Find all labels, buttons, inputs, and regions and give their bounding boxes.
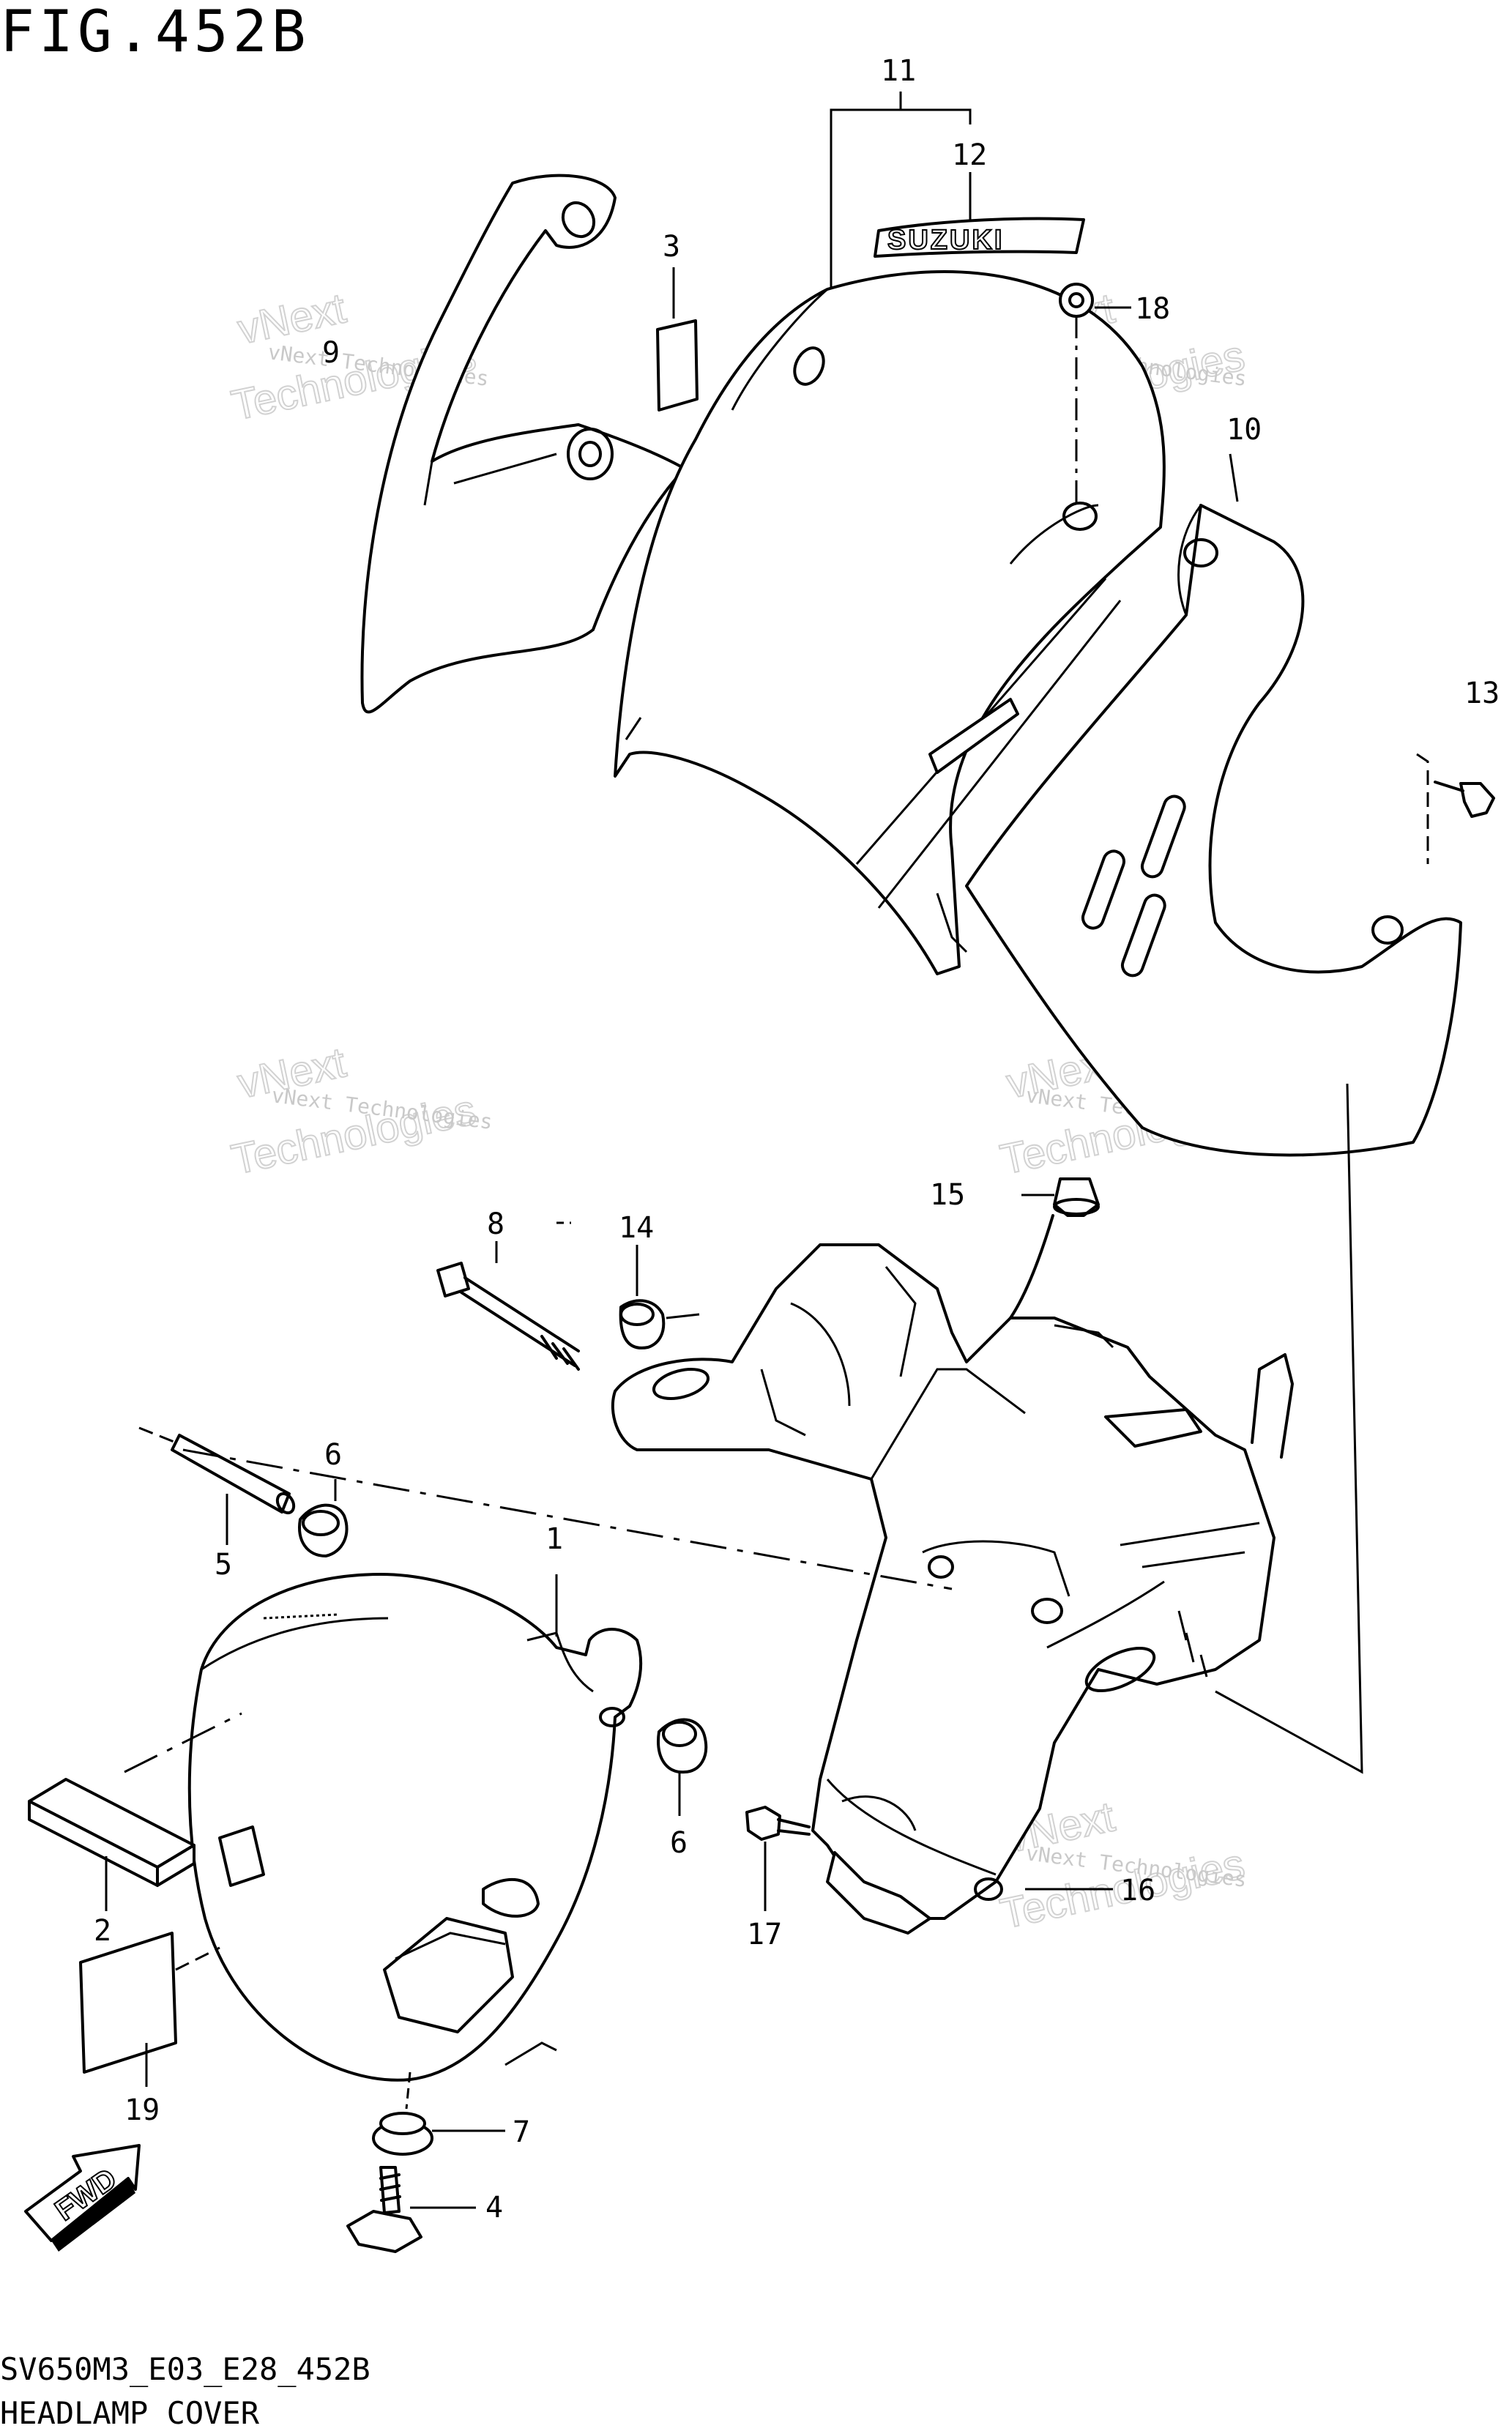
figure-title: FIG.452B <box>0 0 310 65</box>
part-7-grommet <box>372 2071 505 2156</box>
callout-labels: 1 2 3 4 5 6 6 7 8 9 10 11 12 13 14 15 16… <box>94 54 1500 2225</box>
fwd-arrow: FWD <box>24 2144 141 2252</box>
callout-7: 7 <box>513 2115 530 2149</box>
part-19-label <box>79 1932 220 2087</box>
callout-5: 5 <box>215 1548 232 1582</box>
part-14-grommet <box>619 1245 700 1349</box>
callout-18: 18 <box>1135 292 1170 326</box>
callout-16: 16 <box>1120 1874 1155 1907</box>
callout-2: 2 <box>94 1914 111 1948</box>
part-8-bolt <box>436 1241 580 1371</box>
part-18-grommet <box>1059 283 1131 505</box>
callout-13: 13 <box>1464 677 1500 710</box>
callout-3: 3 <box>663 230 680 264</box>
assembly-line-side <box>1215 1083 1363 1774</box>
callout-8: 8 <box>487 1207 504 1241</box>
callout-11: 11 <box>881 54 916 88</box>
part-13-screw <box>1416 753 1495 864</box>
callout-6b: 6 <box>670 1826 688 1860</box>
figure-caption: HEADLAMP COVER <box>0 2395 260 2431</box>
callout-6a: 6 <box>324 1438 342 1472</box>
part-3-label <box>656 319 699 412</box>
model-code: SV650M3_E03_E28_452B <box>0 2351 370 2387</box>
part-11-headlamp-cowl <box>614 270 1166 975</box>
callout-12: 12 <box>952 138 987 172</box>
assembly-line-center <box>182 1448 953 1590</box>
callout-10: 10 <box>1226 413 1262 447</box>
part-6-grommet-upper <box>298 1479 349 1557</box>
callout-1: 1 <box>545 1522 563 1556</box>
part-1-headlamp-housing <box>124 1573 643 2082</box>
part-16-headlamp-bracket <box>611 1243 1294 1935</box>
part-15-clip <box>1009 1177 1100 1319</box>
part-4-bolt <box>346 2166 476 2253</box>
part-9-inner-panel <box>360 174 686 714</box>
callout-4: 4 <box>485 2191 503 2225</box>
part-2-pad <box>28 1778 195 1911</box>
callout-19: 19 <box>124 2093 160 2127</box>
bracket-11-12 <box>830 92 972 289</box>
callout-15: 15 <box>930 1178 965 1212</box>
part-10-side-cowl <box>965 453 1462 1157</box>
part-6-grommet-lower <box>657 1718 708 1816</box>
callout-14: 14 <box>619 1211 654 1245</box>
callout-17: 17 <box>747 1918 782 1951</box>
part-17-bolt <box>745 1806 811 1911</box>
part-12-suzuki-emblem: SUZUKI <box>874 217 1085 258</box>
callout-9: 9 <box>322 336 340 370</box>
part-5-pin <box>138 1426 296 1545</box>
suzuki-logo-text: SUZUKI <box>887 225 1004 256</box>
